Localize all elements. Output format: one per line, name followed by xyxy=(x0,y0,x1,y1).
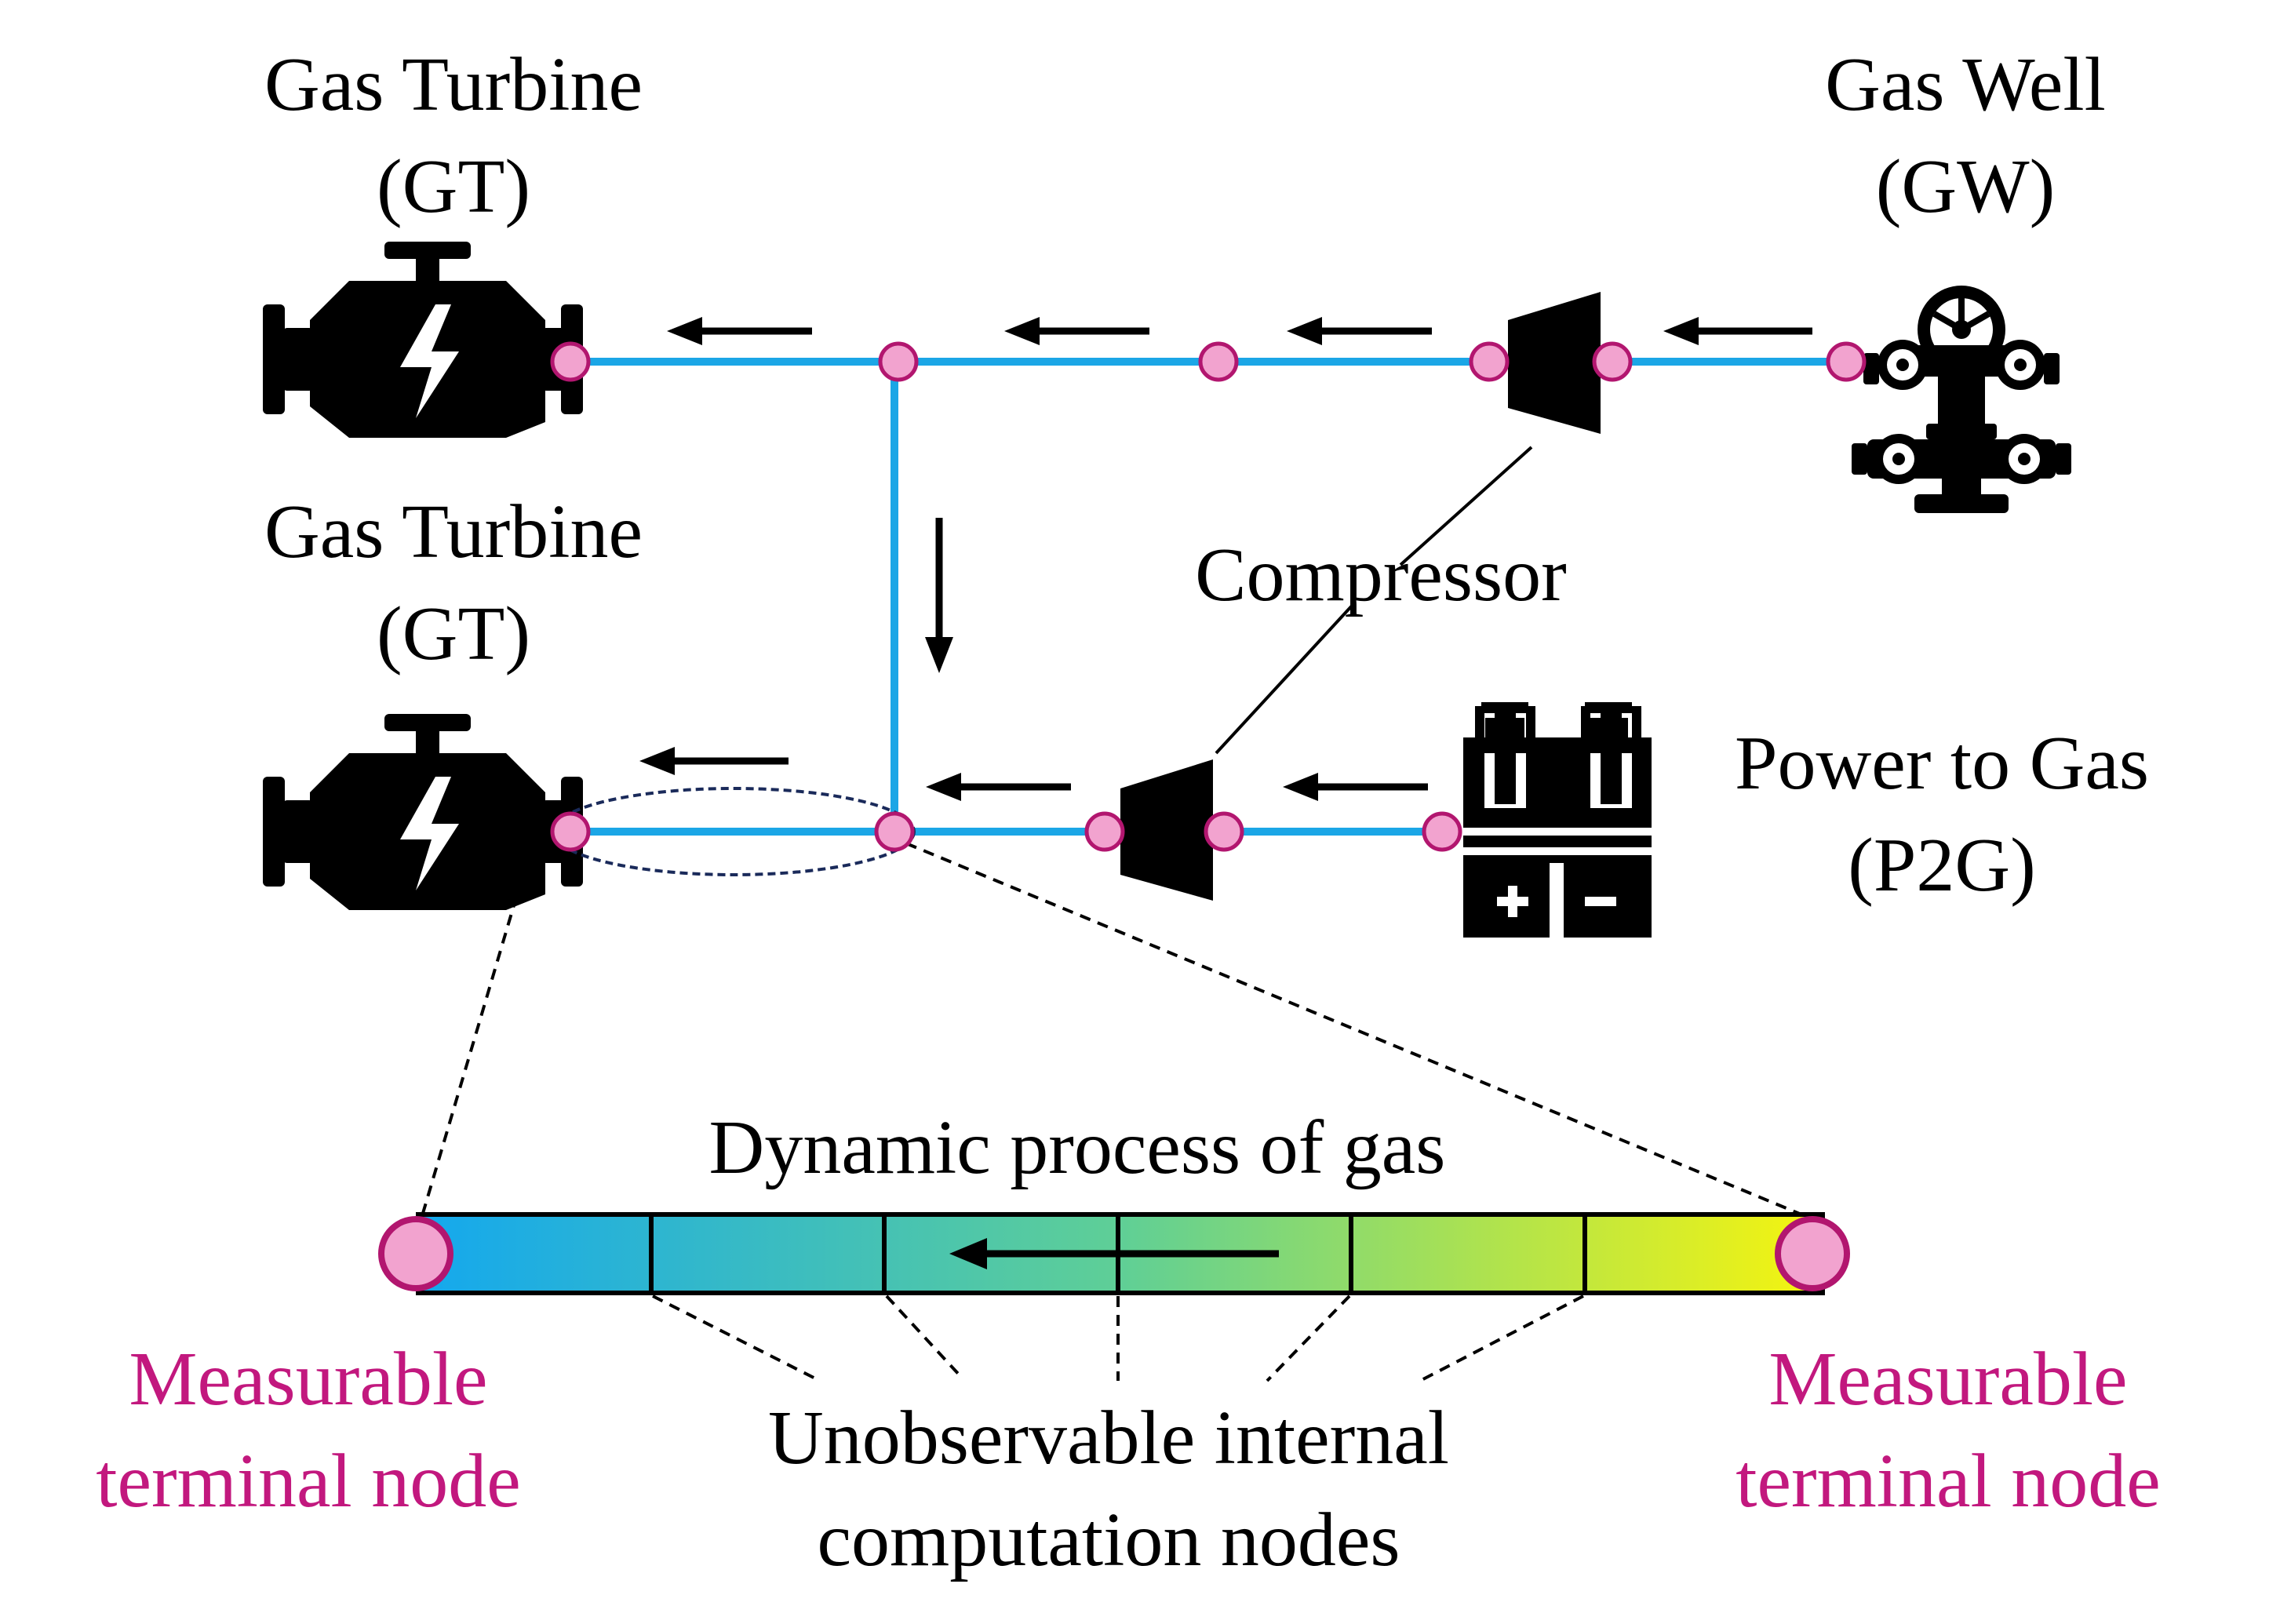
measurable-right-line2: terminal node xyxy=(1735,1439,2161,1524)
node-gas-well xyxy=(1826,341,1867,382)
measurable-left-line1: Measurable xyxy=(129,1337,487,1422)
compressor-leader-top xyxy=(1399,446,1533,566)
terminal-node-right xyxy=(1775,1216,1850,1291)
p2g-label-line2: (P2G) xyxy=(1848,823,2036,908)
gt-bottom-label-line2: (GT) xyxy=(377,592,530,676)
compressor-leader-bottom xyxy=(1215,603,1355,755)
wellhead-icon xyxy=(1852,286,2071,513)
arrow-bottom-3 xyxy=(1283,773,1428,801)
unobservable-label-line1: Unobservable internal xyxy=(768,1396,1449,1480)
compressor-icon xyxy=(1508,292,1601,434)
arrow-top-2 xyxy=(1004,317,1149,345)
dynamic-process-label: Dynamic process of gas xyxy=(709,1105,1446,1190)
arrow-top-1 xyxy=(667,317,812,345)
node-compressor-in-top xyxy=(1469,341,1510,382)
gt-top-label-line1: Gas Turbine xyxy=(264,42,643,127)
arrow-top-3 xyxy=(1287,317,1432,345)
terminal-node-left xyxy=(378,1216,453,1291)
arrow-zoomed-flow xyxy=(949,1238,1279,1269)
node-gt-bottom xyxy=(550,811,591,852)
node-junction-top xyxy=(878,341,919,382)
gw-label-line1: Gas Well xyxy=(1825,42,2106,127)
engine-icon xyxy=(263,242,583,438)
flow-arrows xyxy=(639,317,1812,801)
gt-top-label-line2: (GT) xyxy=(377,144,530,229)
pipe-nodes xyxy=(550,341,1867,852)
gt-bottom-label-line1: Gas Turbine xyxy=(264,490,643,574)
zoom-connector-left xyxy=(418,878,523,1225)
node-compressor-in-bottom xyxy=(1084,811,1125,852)
node-compressor-out-bottom xyxy=(1204,811,1244,852)
engine-icon xyxy=(263,714,583,910)
arrow-bottom-1 xyxy=(639,747,789,775)
measurable-right-line1: Measurable xyxy=(1768,1337,2127,1422)
internal-node-pointers xyxy=(652,1294,1584,1382)
arrow-top-4 xyxy=(1663,317,1812,345)
compressor-icon xyxy=(1120,759,1213,901)
arrow-vertical xyxy=(925,518,953,673)
node-junction-bottom xyxy=(874,811,915,852)
node-p2g xyxy=(1422,811,1462,852)
gw-label-line2: (GW) xyxy=(1876,144,2056,229)
node-compressor-out-top xyxy=(1592,341,1633,382)
zoom-connector-right xyxy=(905,842,1825,1225)
measurable-left-line2: terminal node xyxy=(96,1439,521,1524)
electrolyzer-battery-icon xyxy=(1463,702,1652,938)
zoomed-pipe xyxy=(378,1212,1850,1295)
unobservable-label-line2: computation nodes xyxy=(817,1498,1400,1582)
node-gt-top xyxy=(550,341,591,382)
p2g-label-line1: Power to Gas xyxy=(1735,721,2149,806)
pipelines xyxy=(570,358,1846,836)
compressor-label: Compressor xyxy=(1195,533,1567,617)
arrow-bottom-2 xyxy=(926,773,1071,801)
node-mid-top xyxy=(1198,341,1239,382)
